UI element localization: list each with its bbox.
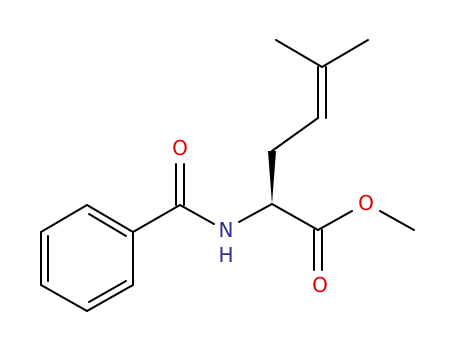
alpha-to-ester-carbon-bond bbox=[271, 203, 319, 231]
ester-c-o-bond bbox=[317, 210, 353, 231]
ring-bond-1 bbox=[86, 204, 134, 233]
amide-oxygen-label: O bbox=[172, 136, 188, 160]
ring-inner-double-1 bbox=[88, 213, 127, 237]
amide-c-n-bond bbox=[179, 204, 215, 225]
nitrogen-hydrogen-label: H bbox=[218, 243, 233, 267]
ch2-to-vinyl-bond bbox=[271, 117, 319, 152]
nitrogen-label: N bbox=[219, 218, 234, 242]
ester-oxygen-label: O bbox=[358, 191, 374, 215]
o-methyl-bond bbox=[379, 210, 415, 231]
benzene-ring bbox=[40, 204, 134, 312]
carbonyl-oxygen-label: O bbox=[312, 273, 328, 297]
stereo-wedge-bond bbox=[268, 151, 276, 204]
n-to-alpha-carbon-bond bbox=[238, 203, 273, 223]
ring-to-amide-carbon-bond bbox=[132, 204, 181, 233]
methyl-right-bond bbox=[321, 39, 369, 68]
ring-bond-6 bbox=[40, 204, 88, 233]
ring-bond-4 bbox=[40, 284, 88, 312]
ring-bond-3 bbox=[86, 284, 134, 312]
methyl-left-bond bbox=[275, 39, 323, 68]
ring-inner-double-2 bbox=[88, 280, 127, 303]
